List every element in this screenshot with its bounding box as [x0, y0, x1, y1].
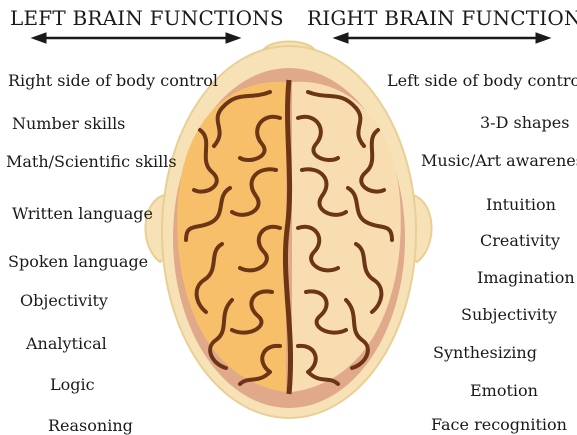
left-function-label: Reasoning [48, 416, 133, 435]
right-function-label: Music/Art awareness [421, 151, 577, 170]
right-function-label: Creativity [480, 231, 560, 250]
left-function-label: Math/Scientific skills [6, 152, 177, 171]
left-function-label: Objectivity [20, 291, 108, 310]
right-function-label: Synthesizing [433, 343, 537, 362]
right-function-label: Face recognition [431, 415, 567, 434]
left-function-label: Right side of body control [8, 71, 218, 90]
left-function-label: Analytical [26, 334, 107, 353]
right-function-label: Imagination [477, 268, 575, 287]
right-function-label: Subjectivity [461, 305, 557, 324]
right-function-label: Emotion [470, 381, 538, 400]
left-function-label: Number skills [12, 114, 125, 133]
left-brain-heading: LEFT BRAIN FUNCTIONS [10, 6, 284, 30]
right-function-label: Intuition [486, 195, 556, 214]
left-heading-arrow [32, 33, 240, 43]
right-heading-arrow [334, 33, 550, 43]
right-brain-heading: RIGHT BRAIN FUNCTIONS [307, 6, 577, 30]
left-function-label: Spoken language [8, 252, 148, 271]
left-function-label: Written language [12, 204, 153, 223]
left-function-label: Logic [50, 375, 95, 394]
right-function-label: 3-D shapes [480, 113, 569, 132]
right-function-label: Left side of body control [387, 71, 577, 90]
